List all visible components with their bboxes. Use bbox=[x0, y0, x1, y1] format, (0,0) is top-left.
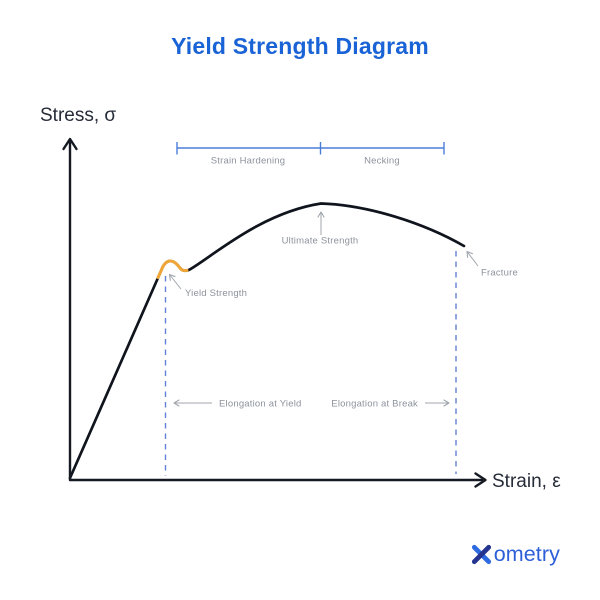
xometry-logo: ometry bbox=[470, 542, 560, 567]
yield-strength-arrow-icon bbox=[168, 273, 182, 290]
xometry-x-icon bbox=[471, 544, 491, 565]
x-axis-label: Strain, ε bbox=[492, 471, 561, 492]
fracture-label: Fracture bbox=[481, 268, 518, 279]
region-bracket bbox=[176, 142, 445, 155]
strain-hardening-label: Strain Hardening bbox=[211, 156, 286, 167]
elongation-at-yield-label: Elongation at Yield bbox=[219, 399, 302, 410]
yield-strength-label: Yield Strength bbox=[185, 288, 247, 299]
necking-label: Necking bbox=[364, 156, 400, 167]
logo-text: ometry bbox=[493, 542, 560, 566]
x-axis-arrow-icon bbox=[474, 472, 487, 488]
fracture-arrow-icon bbox=[466, 250, 479, 267]
page-title: Yield Strength Diagram bbox=[171, 33, 429, 59]
annotation-arrows bbox=[168, 211, 479, 407]
y-axis-label: Stress, σ bbox=[40, 105, 116, 126]
yield-point-highlight bbox=[156, 259, 189, 279]
elongation-at-break-label: Elongation at Break bbox=[331, 399, 418, 410]
axes bbox=[62, 137, 487, 488]
stress-strain-curve bbox=[68, 202, 466, 480]
ultimate-strength-label: Ultimate Strength bbox=[282, 236, 359, 247]
y-axis-arrow-icon bbox=[62, 137, 78, 151]
